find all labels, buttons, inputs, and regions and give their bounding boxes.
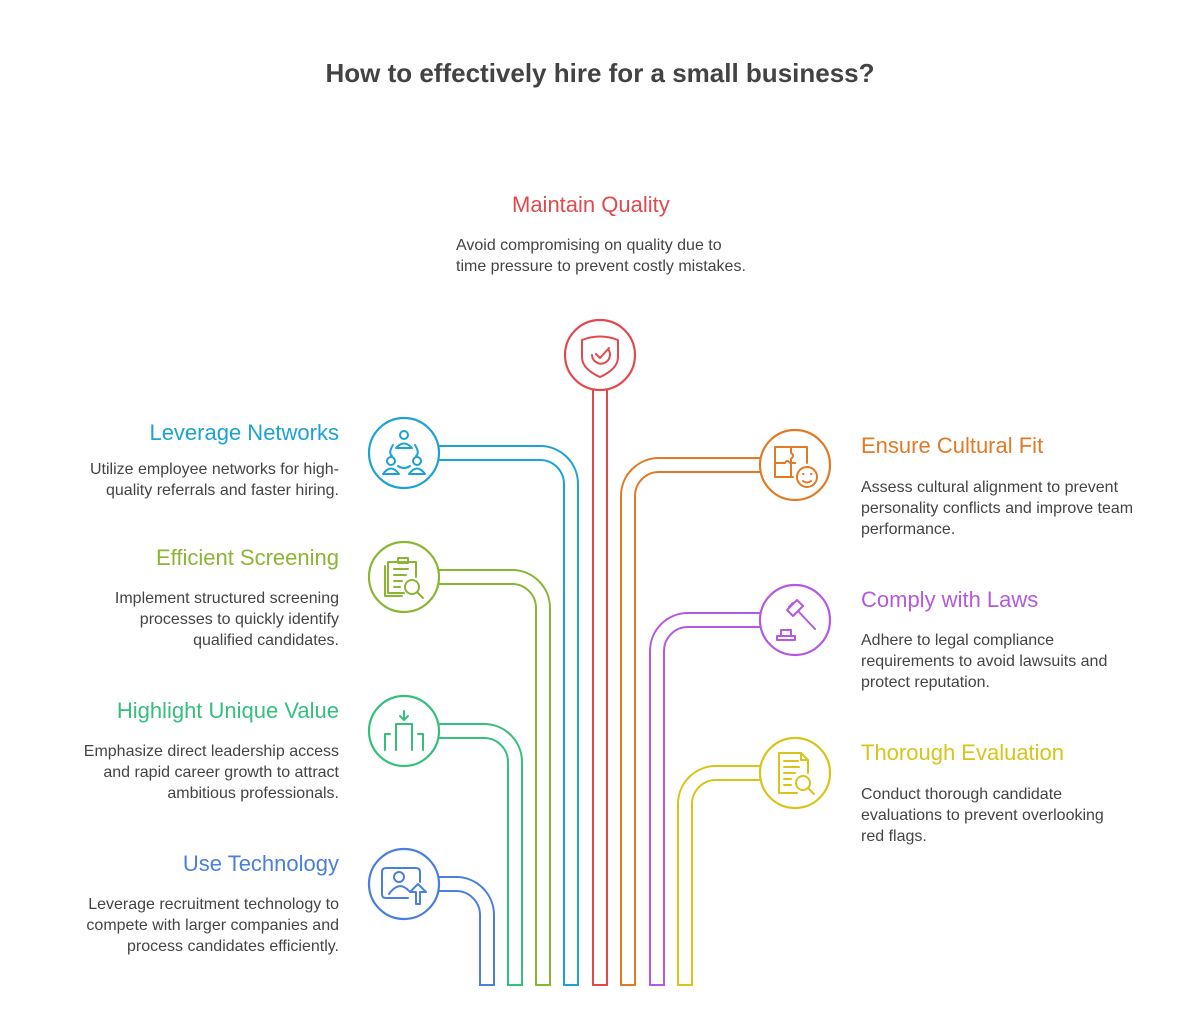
- shield-check-icon: [581, 335, 619, 378]
- maintain-quality-branch: [563, 318, 637, 986]
- ensure-cultural-fit-desc: Assess cultural alignment to prevent per…: [861, 479, 1134, 538]
- efficient-screening-title: Efficient Screening: [155, 545, 339, 570]
- use-technology-desc: Leverage recruitment technology to compe…: [86, 896, 339, 955]
- leverage-networks-circle: [367, 416, 441, 490]
- gavel-icon: [776, 599, 816, 641]
- use-technology-circle: [367, 847, 441, 921]
- maintain-quality-title: Maintain Quality: [512, 192, 670, 217]
- puzzle-face-icon: [774, 446, 818, 488]
- podium-arrow-icon: [384, 710, 424, 751]
- diagram-title: How to effectively hire for a small busi…: [325, 58, 875, 88]
- thorough-evaluation-desc: Conduct thorough candidate evaluations t…: [861, 786, 1104, 845]
- ensure-cultural-fit-title: Ensure Cultural Fit: [861, 433, 1044, 458]
- clipboard-search-icon: [384, 557, 424, 599]
- thorough-evaluation-tube: [677, 765, 760, 986]
- highlight-unique-value-branch: [367, 694, 523, 986]
- efficient-screening-desc: Implement structured screening processes…: [114, 590, 339, 649]
- leverage-networks-branch: [367, 416, 579, 986]
- highlight-unique-value-circle: [367, 694, 441, 768]
- comply-with-laws-title: Comply with Laws: [861, 587, 1039, 612]
- use-technology-branch: [367, 847, 495, 986]
- highlight-unique-value-title: Highlight Unique Value: [116, 698, 339, 723]
- ensure-cultural-fit-tube: [620, 457, 760, 986]
- comply-with-laws-desc: Adhere to legal compliance requirements …: [861, 632, 1108, 691]
- comply-with-laws-branch: [649, 583, 832, 986]
- maintain-quality-desc: Avoid compromising on quality due to tim…: [456, 237, 746, 275]
- ensure-cultural-fit-circle: [758, 428, 832, 502]
- maintain-quality-circle: [563, 318, 637, 392]
- highlight-unique-value-tube: [439, 723, 523, 986]
- ensure-cultural-fit-branch: [620, 428, 832, 986]
- use-technology-title: Use Technology: [182, 851, 339, 876]
- efficient-screening-circle: [367, 540, 441, 614]
- leverage-networks-desc: Utilize employee networks for high-quali…: [90, 461, 339, 499]
- efficient-screening-branch: [367, 540, 551, 986]
- thorough-evaluation-title: Thorough Evaluation: [861, 740, 1065, 765]
- highlight-unique-value-desc: Emphasize direct leadership access and r…: [83, 743, 339, 802]
- leverage-networks-tube: [439, 445, 579, 986]
- comply-with-laws-tube: [649, 612, 760, 986]
- leverage-networks-title: Leverage Networks: [149, 420, 339, 445]
- comply-with-laws-circle: [758, 583, 832, 657]
- profile-upload-icon: [381, 867, 427, 905]
- document-search-icon: [778, 752, 815, 795]
- network-people-icon: [382, 430, 426, 475]
- thorough-evaluation-branch: [677, 736, 832, 986]
